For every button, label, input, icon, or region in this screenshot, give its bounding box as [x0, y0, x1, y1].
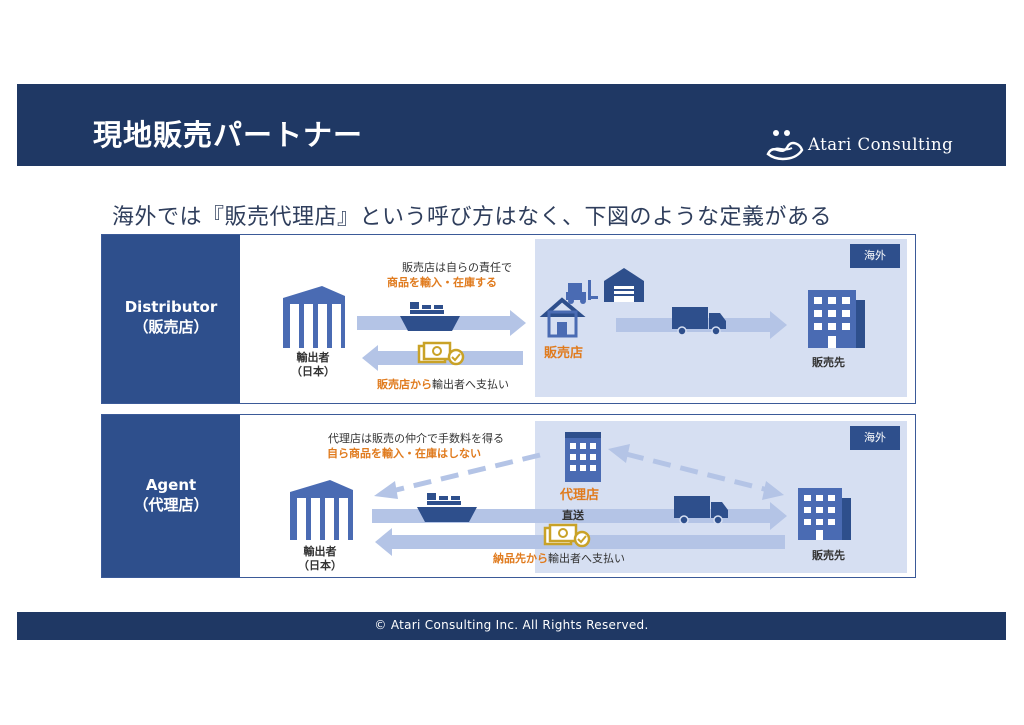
distributor-note-line1: 販売店は自らの責任で [402, 261, 512, 274]
distributor-exporter-building-icon [283, 286, 345, 348]
agent-truck-icon [674, 496, 728, 525]
agent-overseas-tag: 海外 [850, 426, 900, 450]
agent-customer-label: 販売先 [812, 549, 845, 562]
brand-logo-icon [766, 130, 804, 161]
brand-name: Atari Consulting [808, 135, 954, 154]
dealer-label: 販売店 [544, 346, 584, 361]
distributor-customer-label: 販売先 [812, 356, 845, 369]
agent-exporter-line2: （日本） [298, 559, 342, 572]
agent-to-exporter-arrowhead [374, 481, 398, 499]
distributor-money-icon [417, 341, 465, 366]
copyright-text: © Atari Consulting Inc. All Rights Reser… [374, 618, 649, 632]
agent-note-line2: 自ら商品を輸入・在庫はしない [327, 447, 481, 460]
forklift-icon [566, 280, 598, 304]
distributor-side-label: Distributor （販売店） [102, 235, 240, 403]
distributor-exporter-label: 輸出者 （日本） [288, 351, 338, 379]
distributor-label-en: Distributor [124, 298, 218, 316]
distributor-customer-building-icon [808, 290, 865, 348]
distributor-ship-icon [400, 302, 460, 331]
warehouse-icon [604, 268, 644, 302]
agent-customer-building-icon [798, 488, 851, 540]
header-bar [17, 84, 1006, 166]
agent-side-label: Agent （代理店） [102, 415, 240, 577]
agent-payment-note: 納品先から輸出者へ支払い [493, 550, 625, 566]
distributor-note-line2: 商品を輸入・在庫する [387, 276, 497, 289]
direct-shipping-label: 直送 [562, 509, 584, 522]
agent-exporter-building-icon [290, 480, 353, 540]
distributor-label-ja: （販売店） [133, 318, 209, 336]
agent-label-en: Agent [145, 476, 197, 494]
subtitle: 海外では『販売代理店』という呼び方はなく、下図のような定義がある [112, 205, 833, 230]
footer-bar [17, 612, 1006, 640]
agent-note-line1: 代理店は販売の仲介で手数料を得る [328, 432, 504, 445]
page-title: 現地販売パートナー [93, 118, 364, 152]
distributor-exporter-line2: （日本） [291, 365, 335, 378]
agent-name-label: 代理店 [560, 488, 600, 503]
agent-office-building-icon [565, 432, 601, 482]
agent-exporter-label: 輸出者 （日本） [295, 545, 345, 573]
agent-payment-orange: 納品先から [493, 552, 548, 565]
agent-ship-icon [417, 493, 477, 522]
distributor-overseas-tag: 海外 [850, 244, 900, 268]
agent-exporter-line1: 輸出者 [303, 545, 337, 558]
distributor-payment-orange: 販売店から [377, 378, 432, 391]
agent-customer-dashed-line [625, 451, 769, 493]
agent-label-ja: （代理店） [133, 496, 209, 514]
agent-to-customer-arrowhead [762, 481, 784, 500]
distributor-payment-note: 販売店から輸出者へ支払い [377, 376, 509, 392]
agent-money-icon [543, 523, 591, 548]
dealer-store-icon [539, 297, 586, 338]
distributor-payment-rest: 輸出者へ支払い [432, 378, 509, 391]
agent-to-exporter-dashed-line [391, 452, 541, 494]
customer-to-agent-arrowhead [608, 444, 630, 463]
distributor-exporter-line1: 輸出者 [296, 351, 330, 364]
distributor-truck-icon [672, 307, 726, 336]
agent-payment-rest: 輸出者へ支払い [548, 552, 625, 565]
